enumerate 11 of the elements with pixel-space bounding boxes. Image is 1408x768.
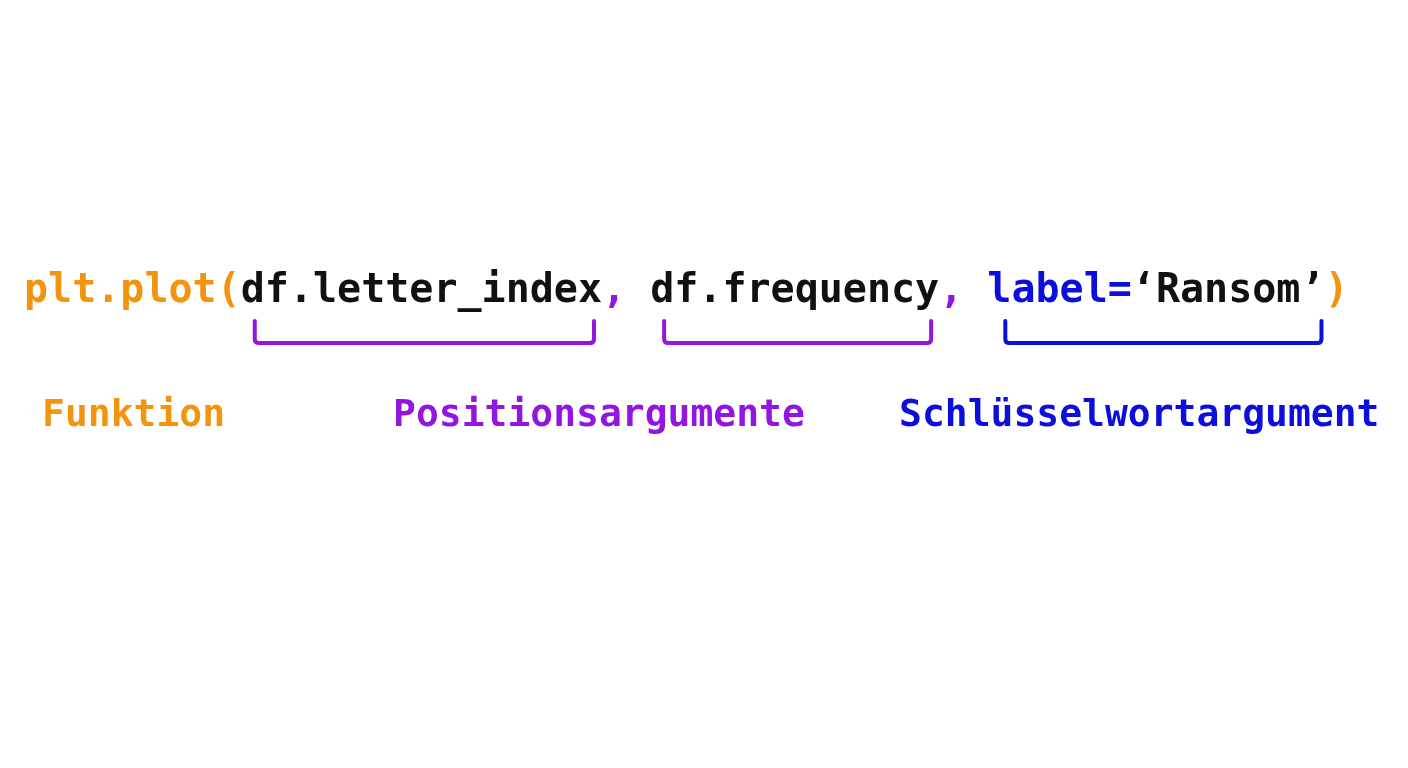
comma: , [602,264,627,312]
annotation-label: Positionsargumente [393,390,805,436]
closing-parenthesis: ) [1324,264,1349,312]
annotation-label: Funktion [42,390,226,436]
argument-code: df.letter_index [240,264,602,312]
annotation-label: Schlüsselwortargument [899,390,1380,436]
argument-code: df.frequency [650,264,940,312]
comma: , [939,264,964,312]
keyword-code: label= [987,264,1132,312]
string-literal-code: ‘Ransom’ [1131,264,1325,312]
function-name-code: plt.plot( [24,264,241,312]
